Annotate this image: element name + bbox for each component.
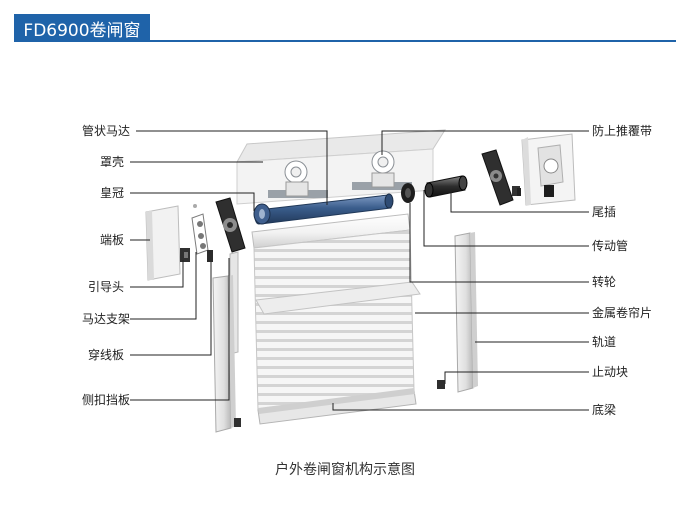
label-motor-bracket: 马达支架 [82,312,131,326]
stopper-block [437,380,445,389]
label-guide-head: 引导头 [88,280,125,294]
label-drive-tube: 传动管 [592,239,629,253]
right-rail [454,232,478,393]
guide-head [180,248,190,262]
left-end-cap [145,205,181,281]
label-metal-slats: 金属卷帘片 [592,306,653,320]
pulley-wheel [401,183,415,203]
diagram-caption: 户外卷闸窗机构示意图 [275,462,415,478]
label-cover: 罩壳 [100,155,125,169]
label-stopper: 止动块 [592,365,629,379]
label-tail-plug: 尾插 [592,205,617,219]
leader-lines [130,130,589,411]
label-threading-plate: 穿线板 [88,348,125,362]
curtain-slats [251,213,421,425]
label-crown: 皇冠 [100,186,125,200]
label-end-plate: 端板 [100,233,125,247]
right-end-plate [481,149,521,206]
left-side-rail [212,275,241,433]
label-side-baffle: 侧扣挡板 [82,393,131,407]
header-rule [14,40,676,42]
label-tubular-motor: 管状马达 [82,124,131,138]
label-bottom-beam: 底梁 [592,403,617,417]
label-rail: 轨道 [592,335,617,349]
crown-ring [253,203,271,225]
motor-bracket [191,204,209,255]
label-anti-uplift-strap: 防上推覆带 [592,124,653,138]
left-end-plate [215,197,246,253]
anti-uplift-strap [268,150,412,198]
header-title: FD6900卷闸窗 [14,14,150,42]
right-end-cap [521,133,576,206]
label-pulley: 转轮 [592,275,617,289]
tail-plug [424,175,468,198]
